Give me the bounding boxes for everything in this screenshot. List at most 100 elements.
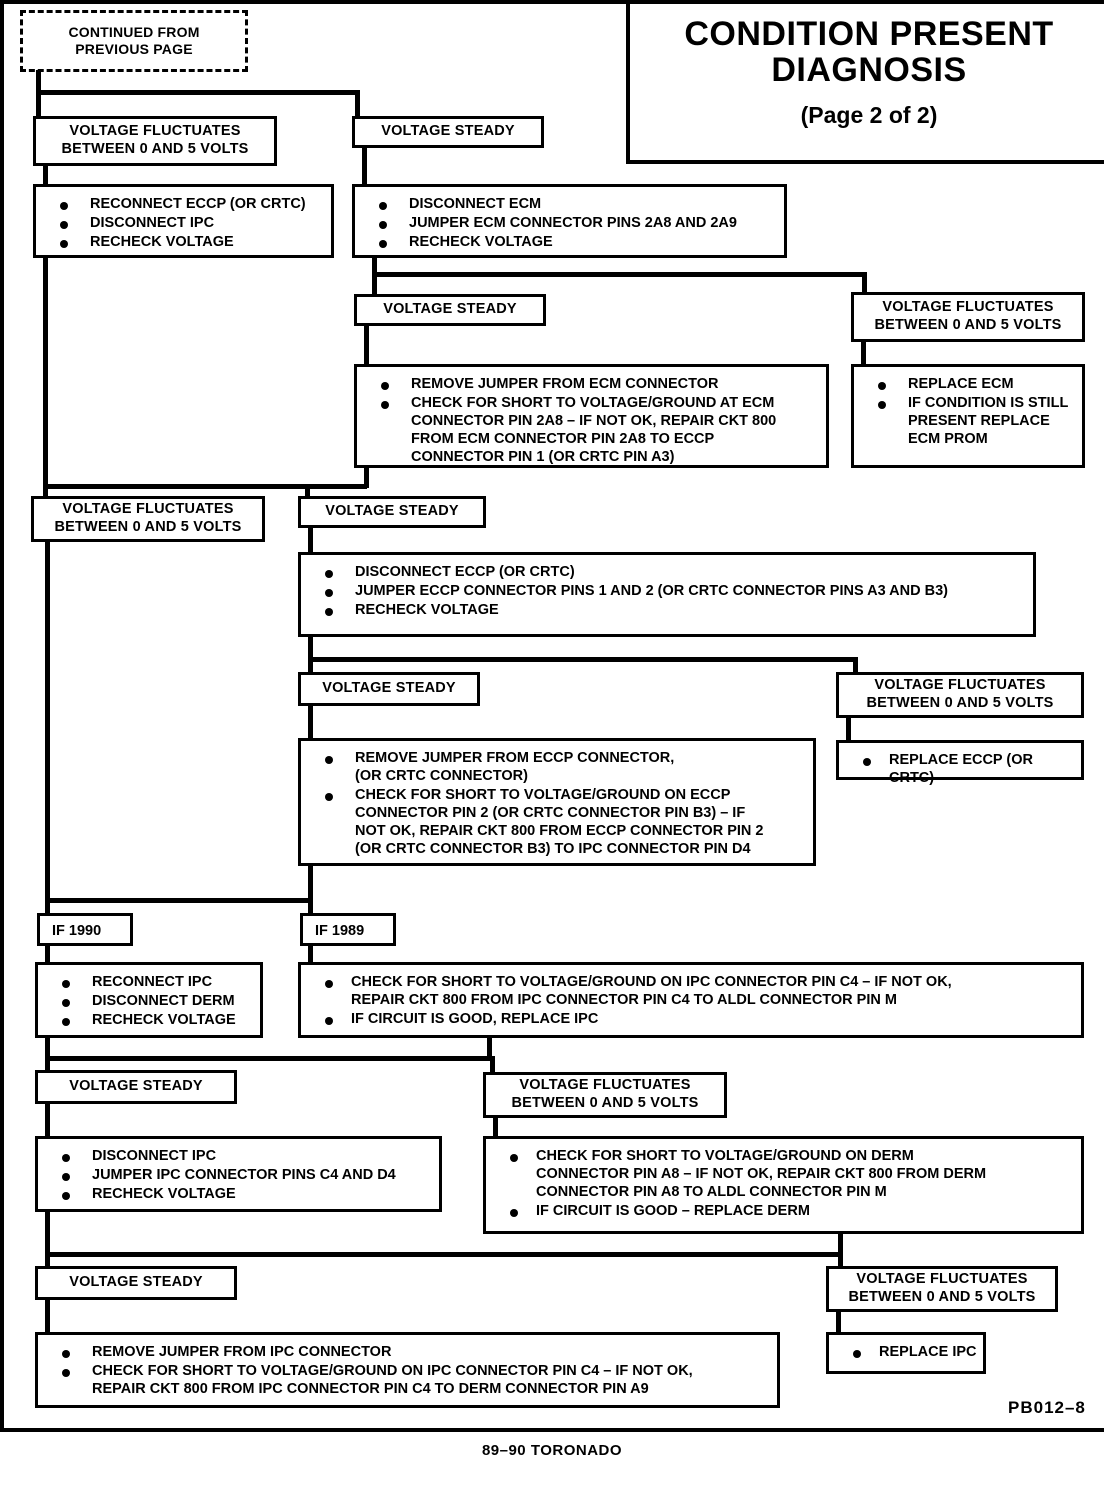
connector-to-n3-steady (305, 484, 310, 506)
connector-to-n1-steady (355, 90, 360, 118)
action-item: CHECK FOR SHORT TO VOLTAGE/GROUND ON IPC… (311, 974, 1075, 1010)
action-item: DISCONNECT IPC (48, 1148, 433, 1166)
page-subtitle: (Page 2 of 2) (800, 102, 938, 129)
connector-a9-down (487, 1036, 492, 1058)
node-voltage-steady-2: VOLTAGE STEADY (354, 294, 546, 326)
node-voltage-fluctuates-1: VOLTAGE FLUCTUATES BETWEEN 0 AND 5 VOLTS (33, 116, 277, 166)
action-item: RECHECK VOLTAGE (311, 602, 1027, 620)
action-item: RECHECK VOLTAGE (46, 234, 325, 252)
action-item-cont: REPAIR CKT 800 FROM IPC CONNECTOR PIN C4… (351, 991, 897, 1008)
connector-n5-steady-to-a10 (45, 1102, 50, 1138)
node-voltage-steady-3: VOLTAGE STEADY (298, 496, 486, 528)
action-item: IF CIRCUIT IS GOOD, REPLACE IPC (311, 1011, 1075, 1029)
connector-continued-down (36, 70, 41, 92)
action-item-cont: CONNECTOR PIN 2A8 – IF NOT OK, REPAIR CK… (411, 412, 777, 429)
action-item: DISCONNECT ECCP (OR CRTC) (311, 564, 1027, 582)
connector-a10-down (45, 1210, 50, 1262)
label-line2: BETWEEN 0 AND 5 VOLTS (54, 519, 242, 535)
label-if-1990: IF 1990 (52, 923, 102, 939)
node-voltage-steady-4: VOLTAGE STEADY (298, 672, 480, 706)
action-item: CHECK FOR SHORT TO VOLTAGE/GROUND ON ECC… (311, 787, 807, 859)
action-item-cont: PRESENT REPLACE (908, 412, 1050, 429)
connector-n1-fluct-to-a1 (43, 164, 48, 186)
action-item: CHECK FOR SHORT TO VOLTAGE/GROUND ON DER… (496, 1148, 1075, 1202)
action-item-cont: NOT OK, REPAIR CKT 800 FROM ECCP CONNECT… (355, 822, 764, 839)
connector-a1-trunk-down (43, 256, 48, 488)
label-line1: VOLTAGE STEADY (325, 503, 459, 520)
action-item-text: IF CONDITION IS STILL (908, 394, 1069, 411)
connector-split-3 (43, 484, 367, 489)
label-line1: VOLTAGE STEADY (69, 1274, 203, 1291)
action-box-replace-eccp: REPLACE ECCP (OR CRTC) (836, 740, 1084, 786)
node-if-1989: IF 1989 (300, 913, 396, 946)
connector-n6-steady-to-a12 (45, 1298, 50, 1334)
action-item-cont: (OR CRTC CONNECTOR B3) TO IPC CONNECTOR … (355, 840, 751, 857)
action-item-text: CHECK FOR SHORT TO VOLTAGE/GROUND ON IPC… (351, 974, 952, 990)
label-line1: VOLTAGE STEADY (383, 301, 517, 318)
action-item: RECONNECT ECCP (OR CRTC) (46, 196, 325, 214)
connector-split-5 (45, 898, 313, 903)
action-box-check-short-ipc-c4: CHECK FOR SHORT TO VOLTAGE/GROUND ON IPC… (298, 962, 1084, 1038)
action-item-text: REMOVE JUMPER FROM ECCP CONNECTOR, (355, 750, 675, 766)
action-box-replace-ecm: REPLACE ECM IF CONDITION IS STILL PRESEN… (851, 364, 1085, 468)
action-box-disconnect-ecm: DISCONNECT ECM JUMPER ECM CONNECTOR PINS… (352, 184, 787, 258)
action-item: DISCONNECT ECM (365, 196, 778, 214)
connector-n2-fluct-to-a4 (861, 340, 866, 366)
connector-to-n4-steady (308, 657, 313, 675)
connector-n3-steady-to-a5 (308, 526, 313, 554)
footer-rule (0, 1428, 1104, 1432)
action-box-check-short-derm: CHECK FOR SHORT TO VOLTAGE/GROUND ON DER… (483, 1136, 1084, 1234)
action-item-cont: CONNECTOR PIN A8 – IF NOT OK, REPAIR CKT… (536, 1165, 987, 1182)
action-item: IF CIRCUIT IS GOOD – REPLACE DERM (496, 1203, 1075, 1221)
action-item-text: CHECK FOR SHORT TO VOLTAGE/GROUND ON DER… (536, 1148, 914, 1164)
action-item-cont: FROM ECM CONNECTOR PIN 2A8 TO ECCP (411, 430, 715, 447)
action-item-cont: CONNECTOR PIN A8 TO ALDL CONNECTOR PIN M (536, 1183, 887, 1200)
action-item-text: CHECK FOR SHORT TO VOLTAGE/GROUND ON IPC… (92, 1362, 693, 1379)
connector-to-n2-steady (372, 272, 377, 296)
connector-if1989-to-a9 (308, 944, 313, 966)
action-box-reconnect-ipc: RECONNECT IPC DISCONNECT DERM RECHECK VO… (35, 962, 263, 1038)
label-line2: BETWEEN 0 AND 5 VOLTS (511, 1095, 699, 1111)
page-title-line2: DIAGNOSIS (771, 51, 967, 90)
node-voltage-fluctuates-2: VOLTAGE FLUCTUATES BETWEEN 0 AND 5 VOLTS (851, 292, 1085, 342)
connector-n3-fluct-trunk-down (45, 540, 50, 902)
label-line1: VOLTAGE STEADY (69, 1078, 203, 1095)
action-item: DISCONNECT IPC (46, 215, 325, 233)
connector-a2-down (372, 256, 377, 278)
action-item: JUMPER IPC CONNECTOR PINS C4 AND D4 (48, 1167, 433, 1185)
action-box-replace-ipc: REPLACE IPC (826, 1332, 986, 1374)
connector-if1990-to-a8 (45, 944, 50, 966)
page-title-line1: CONDITION PRESENT (684, 15, 1054, 53)
continued-line1: CONTINUED FROM (68, 23, 200, 40)
action-item: REPLACE ECCP (OR CRTC) (849, 752, 1075, 788)
node-voltage-steady-6: VOLTAGE STEADY (35, 1266, 237, 1300)
drawing-code: PB012–8 (1008, 1398, 1086, 1417)
action-item: RECHECK VOLTAGE (365, 234, 778, 252)
label-line2: BETWEEN 0 AND 5 VOLTS (848, 1289, 1036, 1305)
label-line2: BETWEEN 0 AND 5 VOLTS (866, 695, 1054, 711)
connector-to-n5-steady (45, 1056, 50, 1076)
action-item: REPLACE ECM (864, 376, 1076, 394)
connector-split-2 (372, 272, 867, 277)
connector-n4-fluct-to-a7 (846, 716, 851, 742)
label-line2: BETWEEN 0 AND 5 VOLTS (61, 141, 249, 157)
action-item: REPLACE IPC (839, 1344, 977, 1362)
title-block: CONDITION PRESENT DIAGNOSIS (Page 2 of 2… (626, 0, 1104, 164)
connector-split-1 (36, 90, 360, 95)
connector-split-7 (45, 1252, 843, 1257)
node-voltage-fluctuates-6: VOLTAGE FLUCTUATES BETWEEN 0 AND 5 VOLTS (826, 1266, 1058, 1312)
action-item: REMOVE JUMPER FROM IPC CONNECTOR (48, 1344, 771, 1362)
connector-a11-down (838, 1232, 843, 1258)
connector-to-n5-fluct (490, 1056, 495, 1076)
label-line1: VOLTAGE FLUCTUATES (882, 299, 1054, 316)
label-line1: VOLTAGE FLUCTUATES (856, 1271, 1028, 1288)
action-item-cont: REPAIR CKT 800 FROM IPC CONNECTOR PIN C4… (92, 1380, 649, 1397)
page-left-edge-rule (0, 0, 4, 1430)
connector-n1-steady-to-a2 (362, 146, 367, 186)
action-item: DISCONNECT DERM (48, 993, 254, 1011)
node-continued-from-previous-page: CONTINUED FROM PREVIOUS PAGE (20, 10, 248, 72)
action-item: JUMPER ECM CONNECTOR PINS 2A8 AND 2A9 (365, 215, 778, 233)
connector-split-4 (308, 657, 858, 662)
label-line2: BETWEEN 0 AND 5 VOLTS (874, 317, 1062, 333)
connector-to-n6-fluct (838, 1252, 843, 1270)
